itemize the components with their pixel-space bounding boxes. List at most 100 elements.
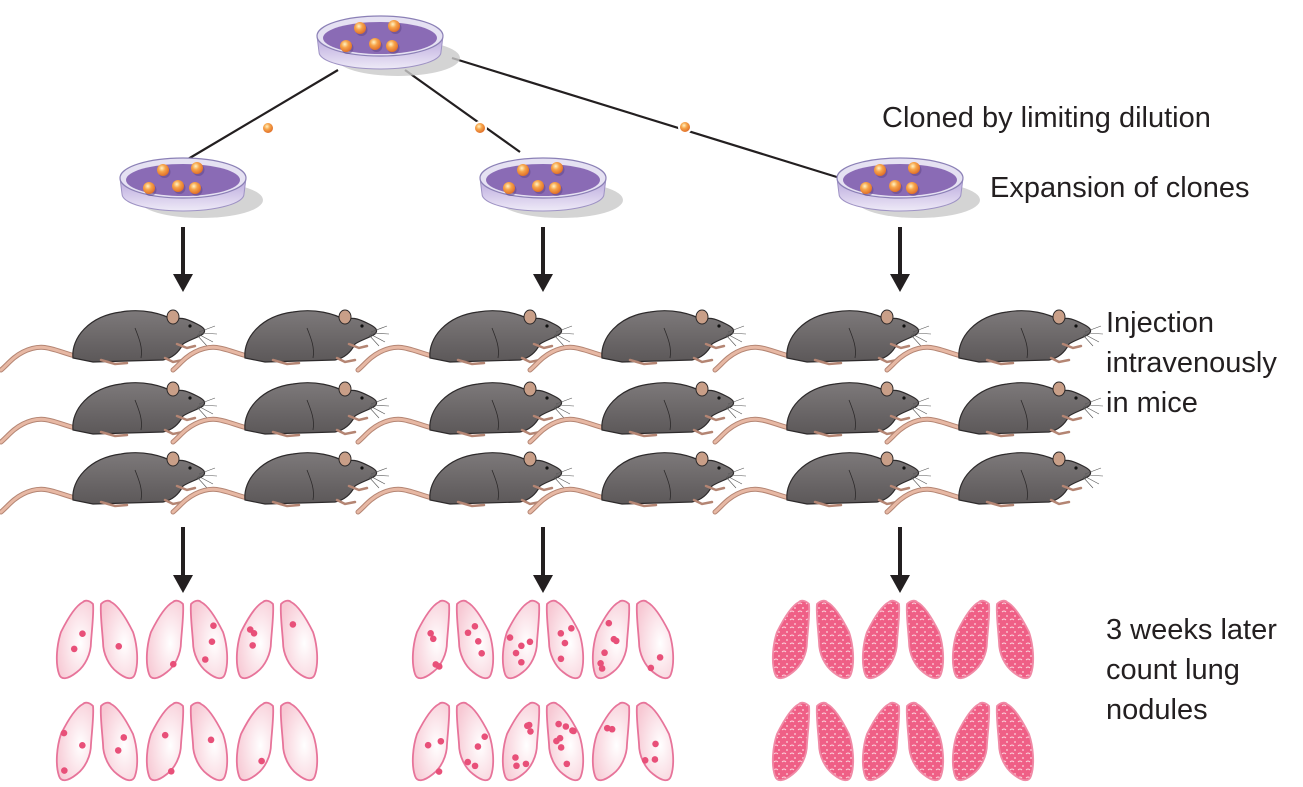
nodule <box>432 661 440 668</box>
left-lobe <box>861 701 901 782</box>
petri-dishes <box>119 15 980 218</box>
mouse <box>884 451 1104 515</box>
single-cell <box>680 122 690 132</box>
mouse-ear <box>338 309 352 325</box>
mouse-haunch-line <box>134 399 142 431</box>
mouse-ear <box>695 381 709 397</box>
lung-clone1-6 <box>235 701 319 782</box>
label-cloned-by-limiting-dilution: Cloned by limiting dilution <box>882 102 1211 134</box>
arrow-mice-to-lungs-2 <box>533 527 553 593</box>
label-readout-line-3: nodules <box>1106 694 1208 726</box>
lung-clone3-1 <box>771 599 855 680</box>
mouse-whiskers <box>725 397 747 419</box>
mouse-haunch-line <box>663 399 671 431</box>
right-lobe <box>279 701 319 782</box>
mouse-body <box>786 310 920 363</box>
mouse-whiskers <box>725 467 747 489</box>
nodule <box>60 729 68 737</box>
cell <box>157 164 169 176</box>
mouse <box>712 451 932 515</box>
mouse-body <box>429 452 563 505</box>
mouse-eye <box>717 324 721 328</box>
mouse-ear <box>880 309 894 325</box>
mouse-tail <box>713 345 791 372</box>
nodule <box>201 656 209 663</box>
mouse-whiskers <box>196 467 218 489</box>
nodule <box>114 747 122 754</box>
right-lobe <box>455 599 495 680</box>
mouse-ear <box>166 309 180 325</box>
mouse-body <box>958 452 1092 505</box>
nodule <box>527 728 534 735</box>
nodule <box>506 634 514 641</box>
cell <box>503 182 515 194</box>
cell <box>889 180 901 192</box>
cell <box>908 162 920 174</box>
lung-clone1-5 <box>145 701 229 782</box>
left-lobe <box>235 701 275 782</box>
nodule <box>598 665 606 672</box>
nodule <box>79 742 86 749</box>
mouse <box>527 381 747 445</box>
right-lobe <box>995 701 1035 782</box>
mouse <box>0 309 218 373</box>
mouse-ear <box>523 309 537 325</box>
nodule <box>568 625 575 632</box>
mouse-body <box>72 452 206 505</box>
nodule <box>518 642 525 650</box>
mouse-tail <box>0 487 77 514</box>
mouse-tail <box>528 417 606 444</box>
cell <box>874 164 886 176</box>
mouse-feet <box>628 484 726 508</box>
right-lobe <box>189 599 229 680</box>
mouse-whiskers <box>1082 325 1104 347</box>
mouse-eye <box>1074 396 1078 400</box>
mouse-tail <box>356 487 434 514</box>
mouse-tail <box>171 417 249 444</box>
mouse <box>712 381 932 445</box>
cell <box>386 40 398 52</box>
nodule <box>289 621 297 628</box>
nodule <box>70 645 78 653</box>
mouse-ear <box>695 309 709 325</box>
nodule <box>518 658 525 666</box>
mouse-eye <box>360 324 364 328</box>
right-lobe <box>905 701 945 782</box>
arrow-dish-to-mice-1 <box>173 227 193 292</box>
mouse-feet <box>628 342 726 366</box>
label-injection-line-2: intravenously <box>1106 347 1277 379</box>
mouse-haunch-line <box>663 327 671 359</box>
nodule <box>656 654 664 661</box>
cell <box>354 22 366 34</box>
mouse-body <box>601 382 735 435</box>
mouse-haunch-line <box>663 469 671 501</box>
lung-clone2-2 <box>501 599 585 680</box>
mice-group <box>0 309 1104 515</box>
mouse-ear <box>1052 451 1066 467</box>
right-lobe <box>99 701 139 782</box>
left-lobe <box>55 599 95 680</box>
arrow-head <box>173 575 193 593</box>
mouse-ear <box>695 451 709 467</box>
nodule <box>169 660 177 668</box>
nodule <box>464 758 472 766</box>
nodule <box>61 767 68 774</box>
label-injection-intravenously: Injection intravenously in mice <box>1106 303 1277 423</box>
clone-dish-2 <box>479 157 623 218</box>
cell <box>906 182 918 194</box>
mouse-whiskers <box>196 397 218 419</box>
mouse <box>712 309 932 373</box>
arrow-head <box>533 575 553 593</box>
mouse-eye <box>360 396 364 400</box>
mouse <box>884 381 1104 445</box>
mouse-haunch-line <box>848 327 856 359</box>
mouse-eye <box>545 466 549 470</box>
mouse-haunch-line <box>1020 399 1028 431</box>
nodule <box>435 768 443 775</box>
right-lobe <box>815 599 855 680</box>
cell <box>143 182 155 194</box>
right-lobe <box>545 599 585 680</box>
lung-clone1-4 <box>55 701 139 782</box>
mouse-tail <box>171 345 249 372</box>
nodule <box>556 734 564 742</box>
